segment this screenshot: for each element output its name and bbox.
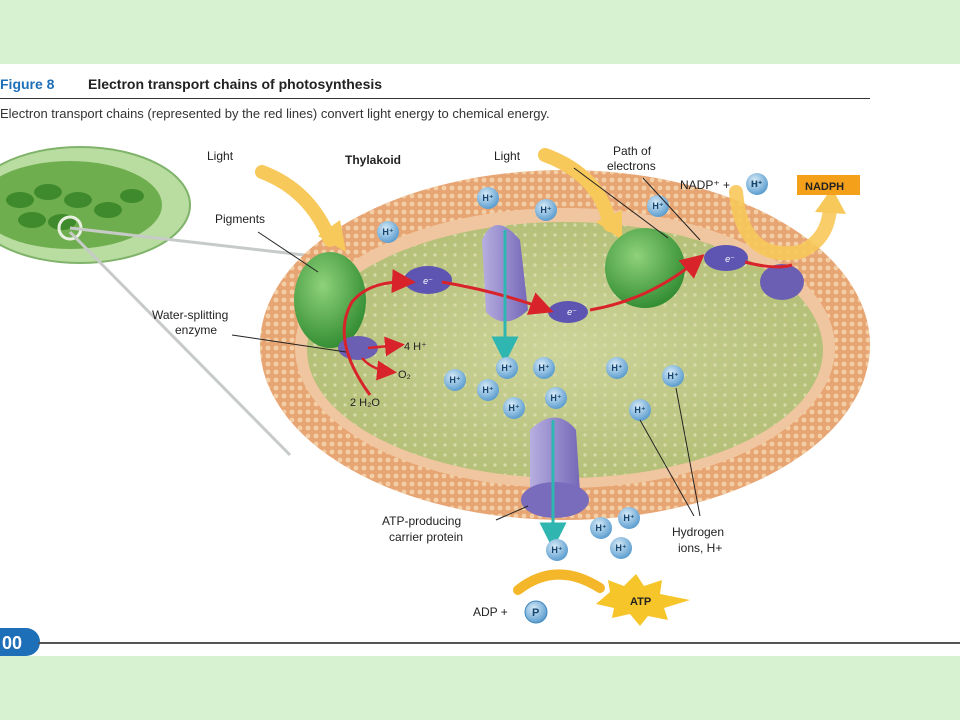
electron-carrier-2 <box>548 301 588 323</box>
label-water-splitting-1: Water-splitting <box>152 308 228 322</box>
h-ion <box>746 173 768 195</box>
pigment-complex-right <box>605 228 685 308</box>
atp-arrow <box>513 569 605 595</box>
h-ion <box>444 369 466 391</box>
phosphate-circle <box>524 600 548 624</box>
h-ion-label: H⁺ <box>652 201 663 211</box>
nadph-box <box>797 175 860 195</box>
nadph-arrow <box>729 185 846 261</box>
label-nadp-plus: NADP⁺ + <box>680 178 730 192</box>
h-ion-label: H⁺ <box>449 375 460 385</box>
h-ion-label: H⁺ <box>482 385 493 395</box>
atp-burst <box>596 574 690 626</box>
label-hydrogen-ions-1: Hydrogen <box>672 525 724 539</box>
figure-label: Figure 8 <box>0 76 55 92</box>
bottom-rule <box>38 642 960 644</box>
electron-label: e⁻ <box>423 276 433 286</box>
figure-caption: Electron transport chains (represented b… <box>0 106 550 121</box>
label-o2: O₂ <box>398 369 411 381</box>
label-adp-plus: ADP + <box>473 605 508 619</box>
atp-synthase <box>521 417 589 518</box>
h-ion <box>590 517 612 539</box>
h-ion-label: H⁺ <box>751 179 762 189</box>
h-ion <box>545 387 567 409</box>
label-nadph: NADPH <box>805 181 844 193</box>
label-four-h: 4 H⁺ <box>404 341 427 353</box>
h-ion <box>533 357 555 379</box>
h-ion <box>496 357 518 379</box>
chloroplast <box>0 146 331 457</box>
label-path-of-electrons-2: electrons <box>607 159 656 173</box>
h-ion <box>503 397 525 419</box>
h-ion-label: H⁺ <box>382 227 393 237</box>
label-light-right: Light <box>494 149 521 163</box>
hydrogen-ions <box>377 173 768 561</box>
label-atp: ATP <box>630 596 651 608</box>
water-split-arrow <box>367 336 405 357</box>
h-ion-label: H⁺ <box>551 545 562 555</box>
h-ion <box>606 357 628 379</box>
label-h-next-to-nadp: H⁺ <box>751 179 762 189</box>
title-underline <box>0 72 870 99</box>
light-arrow-left <box>255 165 346 252</box>
label-thylakoid: Thylakoid <box>345 153 401 167</box>
label-hydrogen-ions-2: ions, H+ <box>678 541 722 555</box>
h-ion <box>477 187 499 209</box>
h-ion <box>546 539 568 561</box>
electron-path-4 <box>744 260 793 269</box>
h-ion <box>662 365 684 387</box>
h-ion-label: H⁺ <box>595 523 606 533</box>
page-number: 00 <box>0 628 40 656</box>
h-ion-label: H⁺ <box>550 393 561 403</box>
label-atp-protein-1: ATP-producing <box>382 514 461 528</box>
label-two-h2o: 2 H₂O <box>350 397 380 409</box>
h-ion-label: H⁺ <box>611 363 622 373</box>
h-ion <box>477 379 499 401</box>
h-ion-label: H⁺ <box>482 193 493 203</box>
h-ion-label: H⁺ <box>615 543 626 553</box>
h-ion-label: H⁺ <box>623 513 634 523</box>
pigment-complex-left <box>294 252 366 348</box>
h-ion <box>629 399 651 421</box>
electron-label: e⁻ <box>567 307 577 317</box>
label-p: P <box>532 607 539 619</box>
h-ion-label: H⁺ <box>634 405 645 415</box>
figure-title: Electron transport chains of photosynthe… <box>88 76 383 92</box>
label-light-left: Light <box>207 149 234 163</box>
h-ion <box>535 199 557 221</box>
label-path-of-electrons-1: Path of <box>613 144 652 158</box>
h-ion-label: H⁺ <box>667 371 678 381</box>
electron-label: e⁻ <box>725 254 735 264</box>
h-ion-label: H⁺ <box>508 403 519 413</box>
electron-path-3 <box>589 254 705 312</box>
h-ion <box>618 507 640 529</box>
h-ion-label: H⁺ <box>540 205 551 215</box>
electron-carrier-1 <box>404 266 452 294</box>
h-ion <box>610 537 632 559</box>
electron-carrier-3 <box>704 245 748 271</box>
label-water-splitting-2: enzyme <box>175 323 217 337</box>
light-arrow-right <box>538 148 622 240</box>
h-ion-label: H⁺ <box>538 363 549 373</box>
electron-path-2 <box>441 280 554 315</box>
h-ion-label: H⁺ <box>501 363 512 373</box>
oxygen-arrow <box>361 357 397 381</box>
h-ion <box>377 221 399 243</box>
electron-path <box>342 269 416 396</box>
label-pigments: Pigments <box>215 212 265 226</box>
nadp-reductase <box>760 264 804 300</box>
label-atp-protein-2: carrier protein <box>389 530 463 544</box>
